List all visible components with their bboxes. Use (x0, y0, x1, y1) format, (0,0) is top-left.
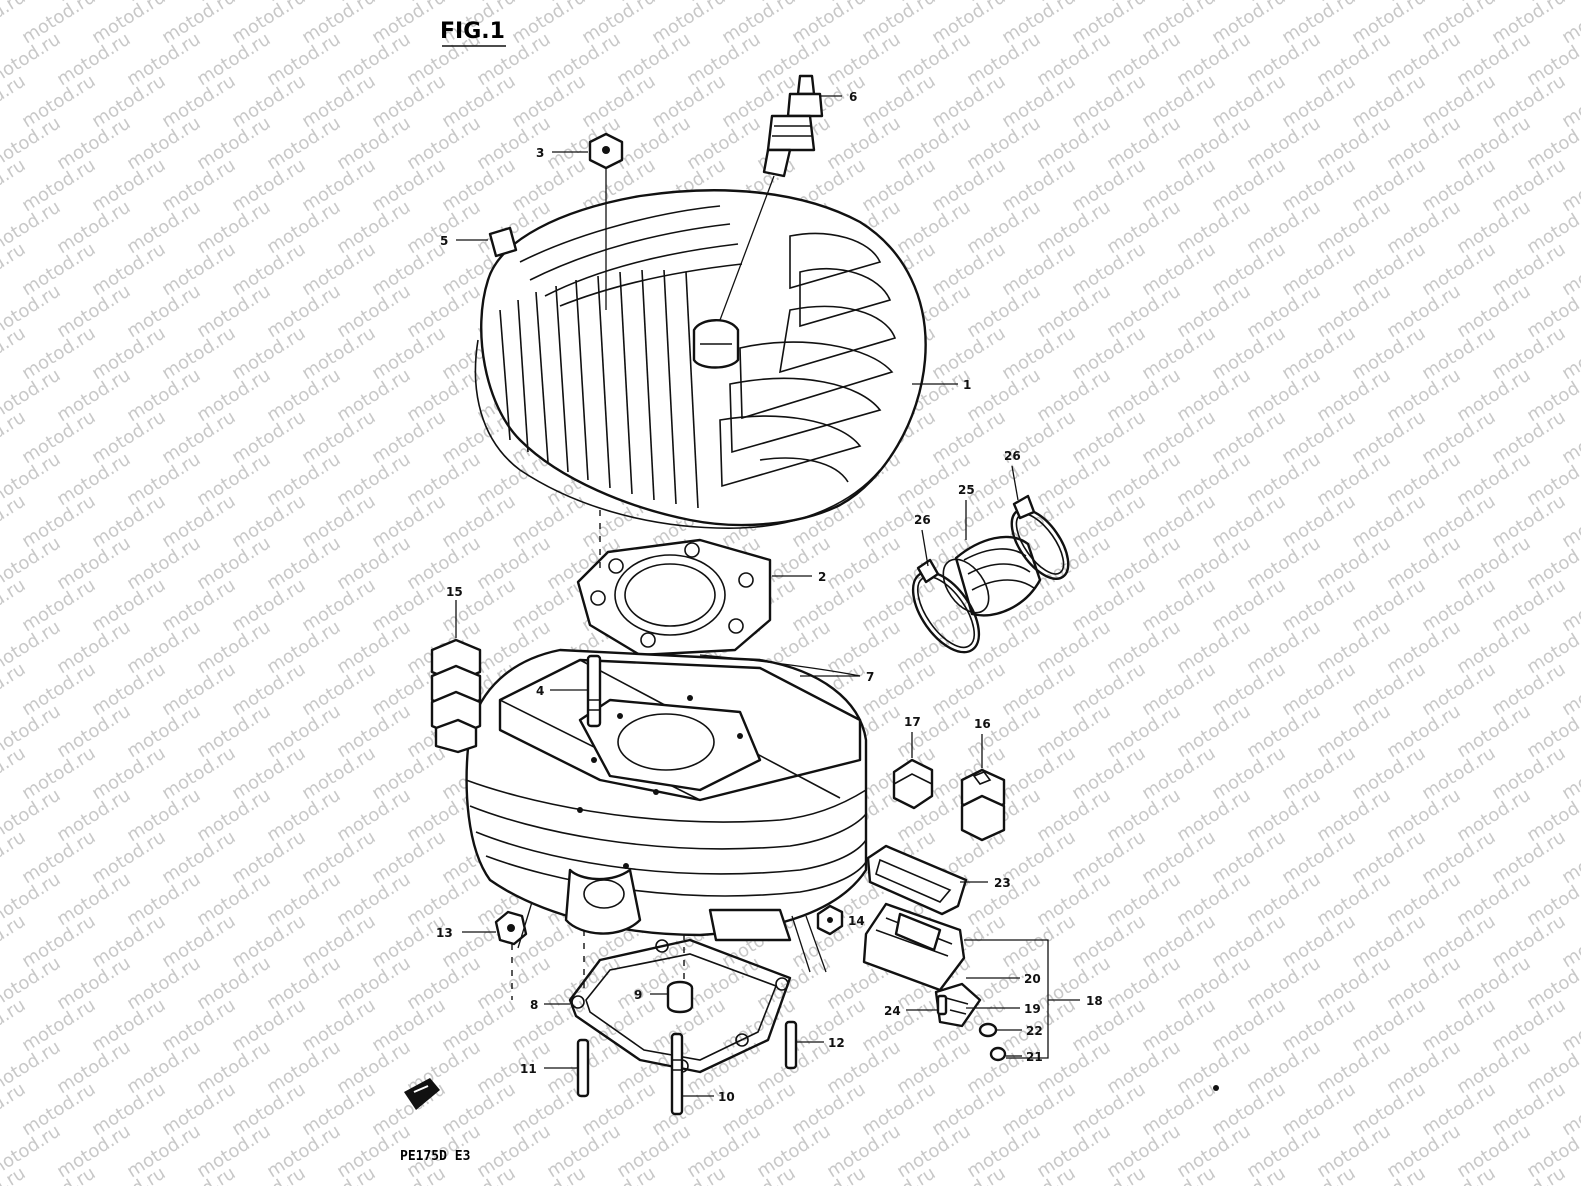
nut-part-3 (588, 132, 624, 310)
callout-20: 20 (1024, 972, 1041, 986)
head-gasket-part-2 (576, 538, 772, 657)
cylinder-head-part-1 (474, 189, 927, 529)
cylinder-part-7 (465, 648, 868, 942)
callout-4: 4 (536, 684, 544, 698)
callout-8: 8 (530, 998, 538, 1012)
hose-clamp-part-26 (911, 494, 1070, 654)
callout-10: 10 (718, 1090, 735, 1104)
rubber-cushion-part-15 (430, 600, 482, 754)
reed-valve-part-18 (862, 902, 982, 1028)
stud-part-10 (670, 1032, 684, 1116)
nut-part-14 (816, 904, 844, 936)
callout-19: 19 (1024, 1002, 1041, 1016)
model-code: PE175D E3 (400, 1149, 470, 1164)
callout-5: 5 (440, 234, 448, 248)
screw-part-24 (936, 994, 948, 1016)
callout-12: 12 (828, 1036, 845, 1050)
callout-26-right: 26 (1004, 449, 1021, 463)
callout-labels: 1 2 3 4 5 6 7 8 9 10 11 12 13 14 15 16 1… (436, 90, 1103, 1104)
callout-16: 16 (974, 717, 991, 731)
callout-13: 13 (436, 926, 453, 940)
callout-15: 15 (446, 585, 463, 599)
washer-part-22 (978, 1022, 998, 1038)
nut-part-13 (494, 910, 528, 946)
cushion-part-16 (960, 734, 1006, 842)
dowel-part-9 (666, 980, 694, 1014)
reed-gasket-part-23 (866, 844, 968, 916)
callout-2: 2 (818, 570, 826, 584)
cushion-part-17 (892, 732, 934, 810)
stud-part-11 (576, 1038, 590, 1098)
callout-3: 3 (536, 146, 544, 160)
screw-part-21 (989, 1046, 1007, 1062)
clamp-leaders (921, 465, 1019, 567)
intake-pipe-part-25 (942, 535, 1042, 617)
speck (1213, 1085, 1219, 1091)
callout-11: 11 (520, 1062, 537, 1076)
callout-21: 21 (1026, 1050, 1043, 1064)
callout-26-left: 26 (914, 513, 931, 527)
callout-9: 9 (634, 988, 642, 1002)
stud-part-12 (784, 1020, 798, 1070)
callout-22: 22 (1026, 1024, 1043, 1038)
spark-plug-part-6 (719, 74, 824, 321)
front-arrow-icon (404, 1078, 440, 1110)
callout-6: 6 (849, 90, 857, 104)
callout-17: 17 (904, 715, 921, 729)
callout-25: 25 (958, 483, 975, 497)
callout-18: 18 (1086, 994, 1103, 1008)
callout-14: 14 (848, 914, 865, 928)
callout-7: 7 (866, 670, 874, 684)
callout-24: 24 (884, 1004, 901, 1018)
leader-lines (456, 95, 1022, 1097)
figure-title: FIG.1 (440, 19, 505, 44)
cap-part-5 (488, 226, 518, 258)
callout-23: 23 (994, 876, 1011, 890)
callout-1: 1 (963, 378, 971, 392)
